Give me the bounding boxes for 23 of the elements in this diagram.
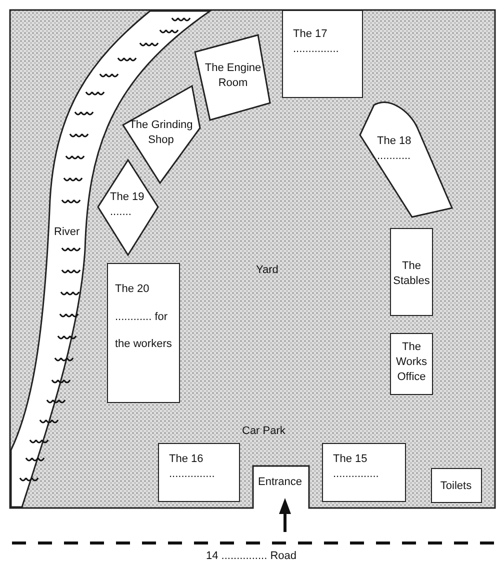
building-label: Toilets: [439, 479, 473, 494]
building-label: The Grinding Shop: [128, 118, 194, 148]
building: [390, 228, 433, 316]
building-label: The 15 ...............: [333, 452, 380, 482]
building: [282, 10, 363, 98]
building: [107, 263, 180, 403]
entrance-label: Entrance: [258, 476, 302, 488]
building-label: The 20 ............ for the workers: [115, 282, 173, 352]
road-label: 14 ............... Road: [206, 550, 296, 562]
building-label: The Engine Room: [204, 61, 262, 91]
building-label: The Stables: [392, 259, 431, 289]
building: [431, 468, 482, 503]
area-label: Car Park: [242, 425, 286, 437]
area-label: Yard: [256, 264, 278, 276]
building-label: The 19 .......: [110, 190, 146, 220]
building-label: The 17 ...............: [293, 27, 340, 57]
building: [390, 333, 433, 395]
building-label: The 16 ...............: [169, 452, 216, 482]
building-label: The 18 ...........: [377, 134, 412, 164]
building: [158, 443, 240, 502]
building: [322, 443, 406, 502]
river-label: River: [54, 226, 80, 238]
building-label: The Works Office: [395, 340, 428, 385]
